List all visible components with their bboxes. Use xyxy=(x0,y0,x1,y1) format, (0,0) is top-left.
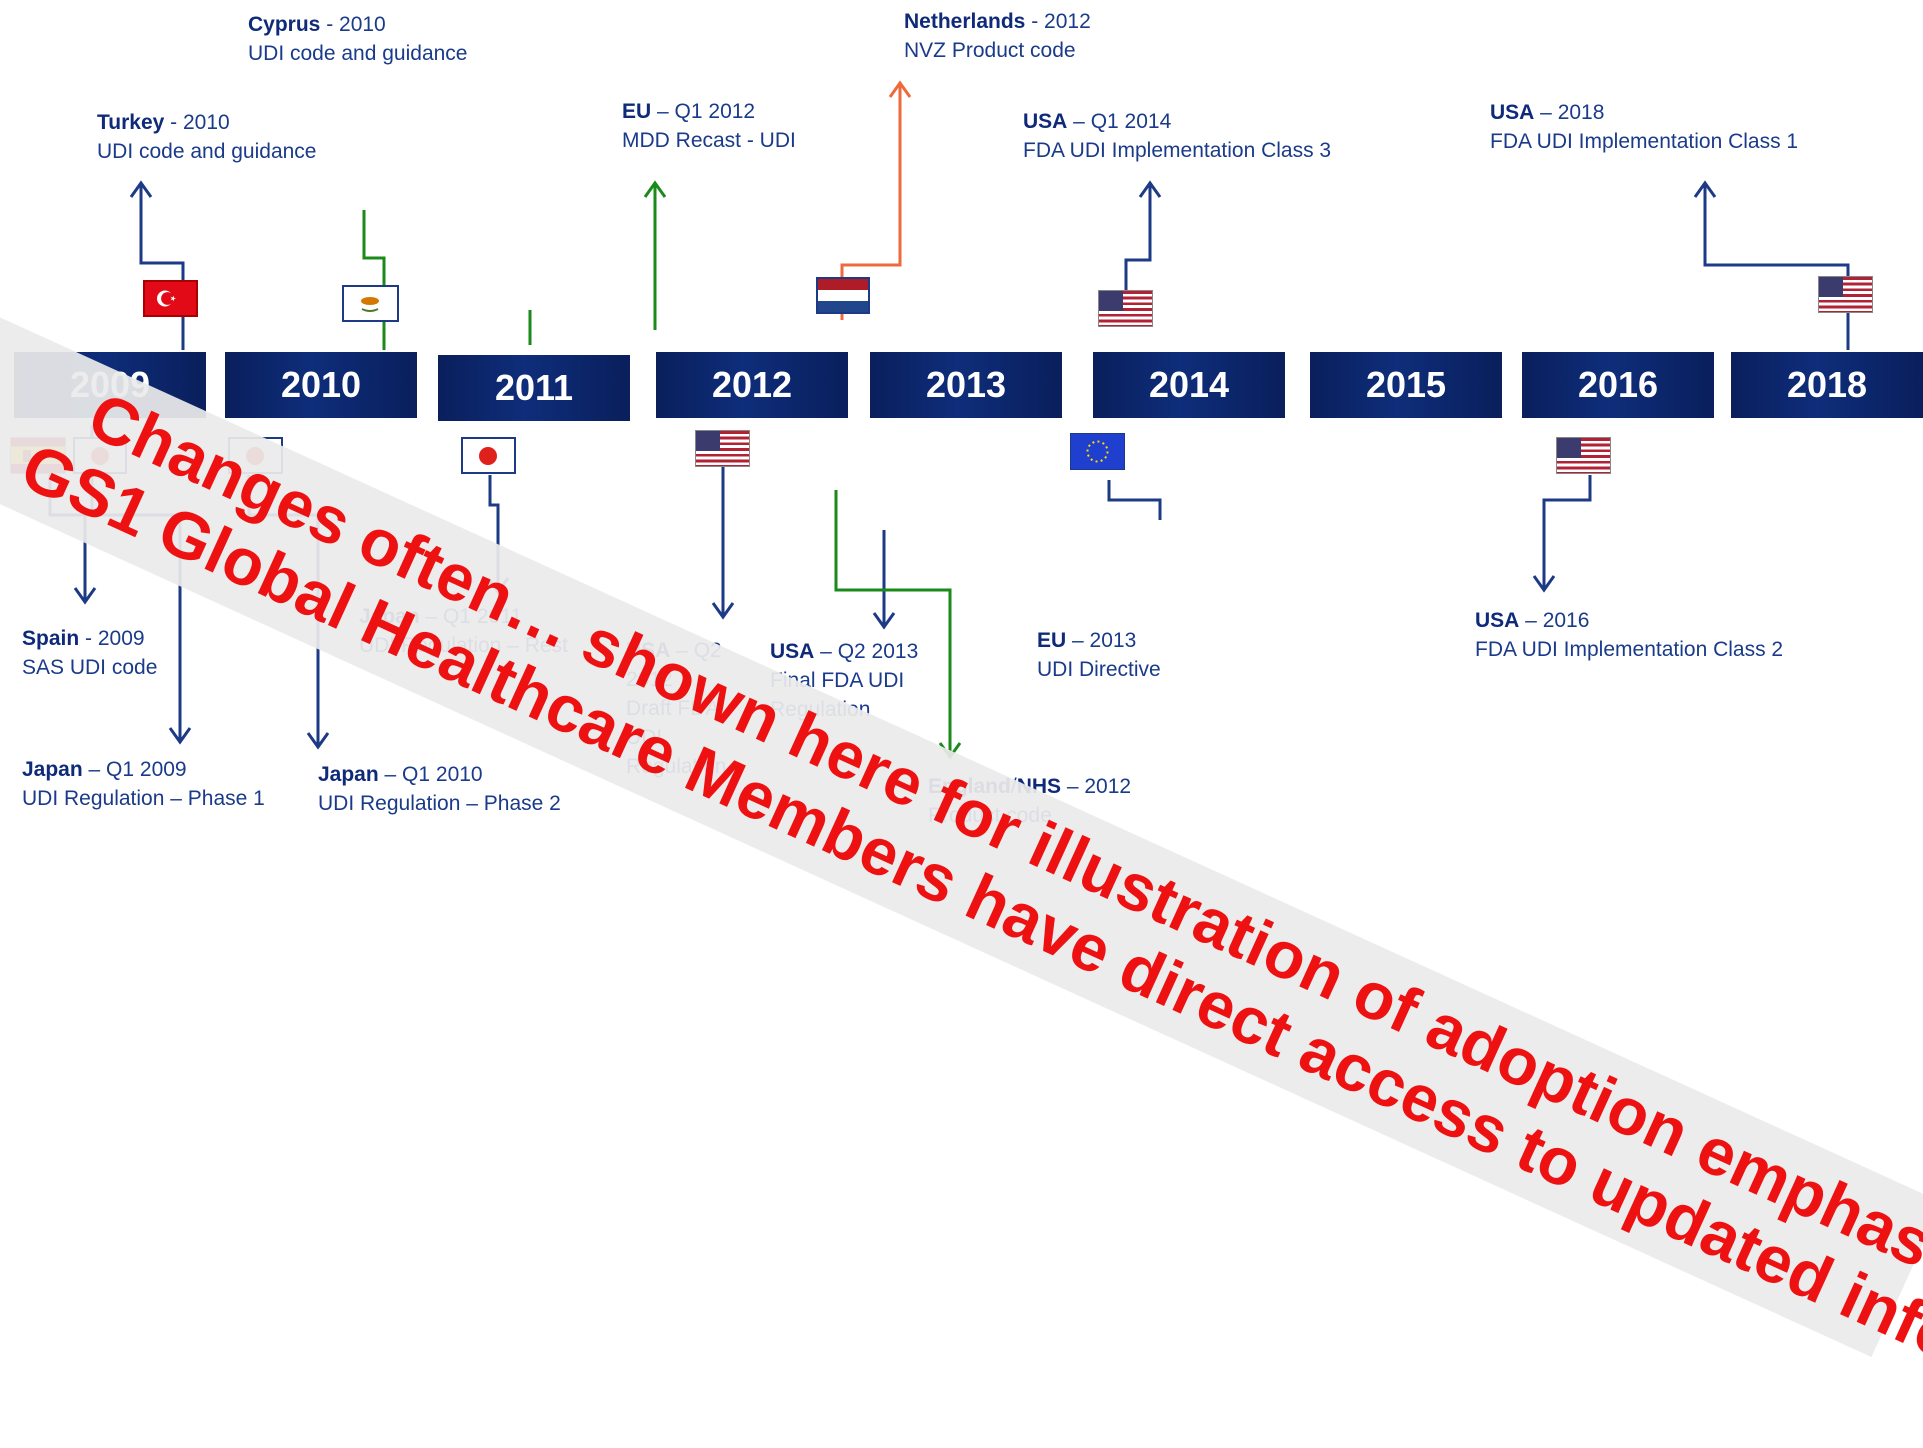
year-box-2011: 2011 xyxy=(438,355,630,421)
netherlands-flag-icon xyxy=(816,277,870,314)
year-box-2014: 2014 xyxy=(1093,352,1285,418)
event-usa-2016: USA – 2016 FDA UDI Implementation Class … xyxy=(1475,609,1784,661)
event-japan-2011: Japan – Q1 2011 UDI Regulation – Rest xyxy=(359,605,568,657)
usa-flag-2018-icon xyxy=(1818,276,1873,313)
event-eu-2013: EU – 2013 UDI Directive xyxy=(1037,629,1161,681)
event-spain: Spain - 2009 SAS UDI code xyxy=(22,627,158,679)
japan-flag-2009-icon xyxy=(73,437,127,474)
event-usa-q2-2013: USA – Q2 2013 Final FDA UDI Regulation xyxy=(770,640,919,721)
year-box-2018: 2018 xyxy=(1731,352,1923,418)
event-turkey: Turkey - 2010 UDI code and guidance xyxy=(97,111,317,163)
eu-flag-icon xyxy=(1070,433,1125,470)
event-usa-2018: USA – 2018 FDA UDI Implementation Class … xyxy=(1490,101,1799,153)
event-england-nhs: England/NHS – 2012 Product code xyxy=(928,775,1132,827)
connector-turkey xyxy=(139,185,185,350)
year-box-2016: 2016 xyxy=(1522,352,1714,418)
year-box-2010: 2010 xyxy=(225,352,417,418)
connector-usa-2018 xyxy=(1703,185,1850,350)
year-box-2012: 2012 xyxy=(656,352,848,418)
event-usa-q2-2012: USA – Q2 2012 Draft FDA UDI Regulation xyxy=(626,639,727,778)
connector-japan-2010 xyxy=(247,475,320,745)
connector-eu-2013 xyxy=(1107,480,1162,520)
usa-flag-2016-icon xyxy=(1556,437,1611,474)
event-netherlands: Netherlands - 2012 NVZ Product code xyxy=(904,10,1091,62)
year-box-2015: 2015 xyxy=(1310,352,1502,418)
connector-cyprus xyxy=(362,210,386,350)
japan-flag-2011-icon xyxy=(461,437,516,474)
event-japan-2010: Japan – Q1 2010 UDI Regulation – Phase 2 xyxy=(318,763,561,815)
connector-usa-2014 xyxy=(1124,185,1152,290)
event-japan-2009: Japan – Q1 2009 UDI Regulation – Phase 1 xyxy=(22,758,265,810)
year-box-2013: 2013 xyxy=(870,352,1062,418)
event-cyprus: Cyprus - 2010 UDI code and guidance xyxy=(248,13,468,65)
spain-flag-icon xyxy=(10,437,66,474)
connector-usa-2016 xyxy=(1542,475,1592,588)
turkey-flag-icon xyxy=(143,280,198,317)
usa-flag-2012-icon xyxy=(695,430,750,467)
connector-japan-2011 xyxy=(488,475,500,590)
usa-flag-2014-icon xyxy=(1098,290,1153,327)
japan-flag-2010-icon xyxy=(228,437,283,474)
event-eu-q1-2012: EU – Q1 2012 MDD Recast - UDI xyxy=(622,100,796,152)
cyprus-flag-icon xyxy=(342,285,399,322)
year-box-2009: 2009 xyxy=(14,352,206,418)
event-usa-2014: USA – Q1 2014 FDA UDI Implementation Cla… xyxy=(1023,110,1332,162)
